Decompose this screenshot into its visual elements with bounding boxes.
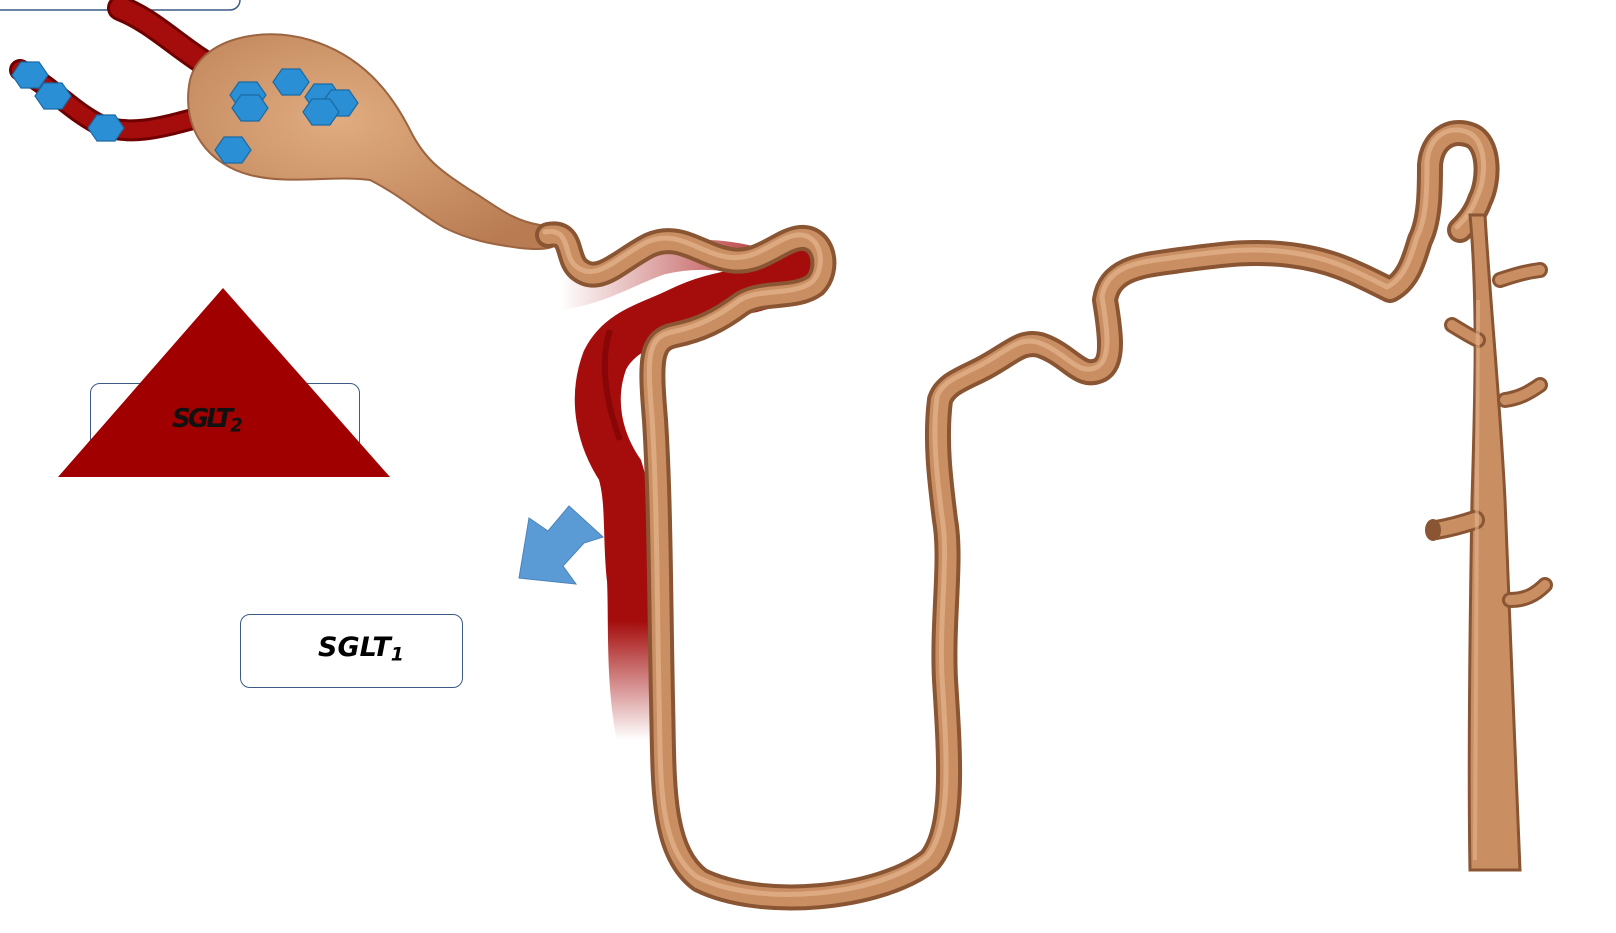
sglt1-label-main: SGLT (318, 632, 391, 663)
renal-tubule (545, 130, 1487, 897)
sglt1-label: SGLT1 (318, 632, 404, 666)
arrow-down-left-icon (519, 506, 603, 584)
sglt2-label-main: SGLT (172, 404, 230, 434)
sglt1-label-sub: 1 (391, 644, 404, 666)
sglt2-label-sub: 2 (230, 416, 243, 437)
collecting-duct (1425, 215, 1545, 870)
sglt2-label: SGLT2 (172, 404, 243, 437)
